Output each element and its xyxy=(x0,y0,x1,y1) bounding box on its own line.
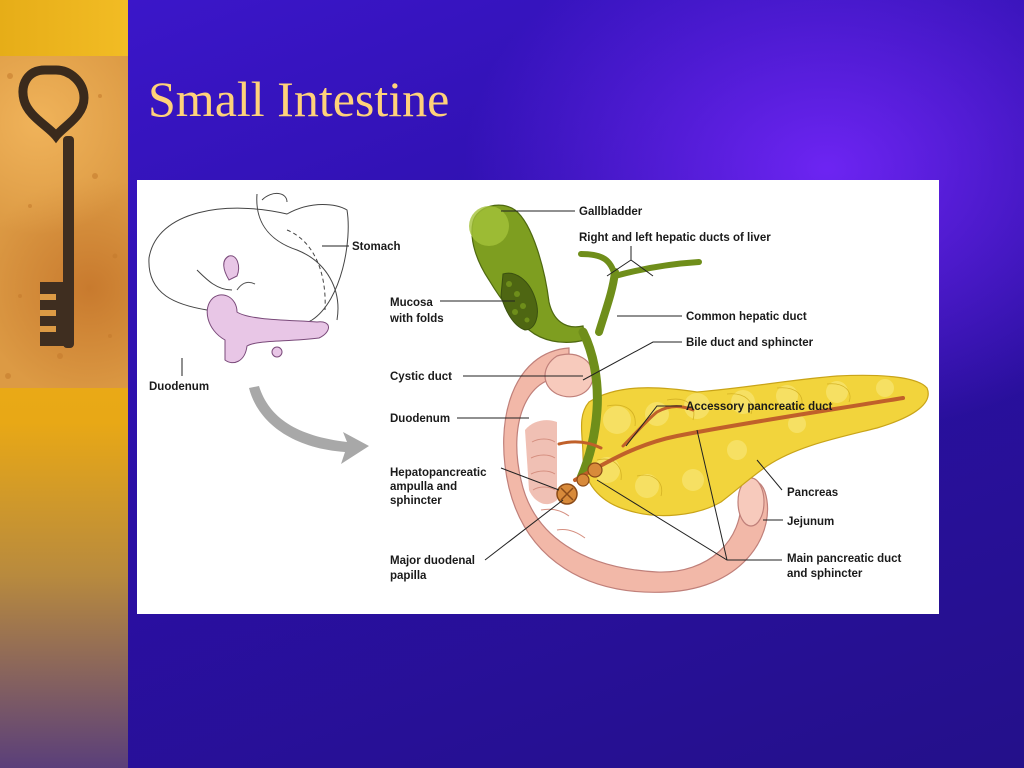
ampulla-sphincter xyxy=(556,462,603,505)
label-jejunum: Jejunum xyxy=(787,516,834,528)
label-main-duct-line1: Main pancreatic duct xyxy=(787,553,902,565)
label-mucosa-line2: with folds xyxy=(389,313,444,325)
label-accessory-pancreatic-duct: Accessory pancreatic duct xyxy=(686,401,833,413)
pancreas-illustration xyxy=(580,374,929,517)
pancreatic-ducts xyxy=(557,396,905,482)
diagram-svg: Stomach Duodenum xyxy=(148,193,929,593)
label-gallbladder: Gallbladder xyxy=(579,206,643,218)
inset-label-stomach: Stomach xyxy=(352,241,401,253)
duodenum-illustration xyxy=(503,347,769,593)
label-common-hepatic-duct: Common hepatic duct xyxy=(686,311,807,323)
label-major-papilla-line1: Major duodenal xyxy=(390,555,475,567)
label-hepatopancreatic-line1: Hepatopancreatic xyxy=(390,467,487,479)
label-hepatopancreatic-line2: ampulla and xyxy=(390,481,457,493)
bile-duct-system xyxy=(576,251,702,483)
label-major-papilla-line2: papilla xyxy=(390,570,427,582)
label-bile-duct: Bile duct and sphincter xyxy=(686,337,814,349)
slide-title: Small Intestine xyxy=(148,71,450,127)
key-icon xyxy=(5,65,118,379)
curved-arrow-icon xyxy=(249,386,369,464)
digestive-anatomy-diagram: Stomach Duodenum xyxy=(137,180,939,614)
label-main-duct-line2: and sphincter xyxy=(787,568,863,580)
label-hepatic-ducts: Right and left hepatic ducts of liver xyxy=(579,232,771,244)
label-pancreas: Pancreas xyxy=(787,487,838,499)
label-cystic-duct: Cystic duct xyxy=(390,371,452,383)
inset-organs-outline xyxy=(148,193,349,332)
label-mucosa-line1: Mucosa xyxy=(390,297,433,309)
gallbladder-illustration xyxy=(469,204,586,343)
antique-key-photo xyxy=(0,56,128,388)
label-duodenum: Duodenum xyxy=(390,413,450,425)
label-leader-lines xyxy=(440,210,783,561)
inset-label-duodenum: Duodenum xyxy=(149,381,209,393)
left-accent-top-block xyxy=(0,0,128,56)
label-hepatopancreatic-line3: sphincter xyxy=(390,495,442,507)
inset-duodenum-pancreas xyxy=(206,255,329,364)
